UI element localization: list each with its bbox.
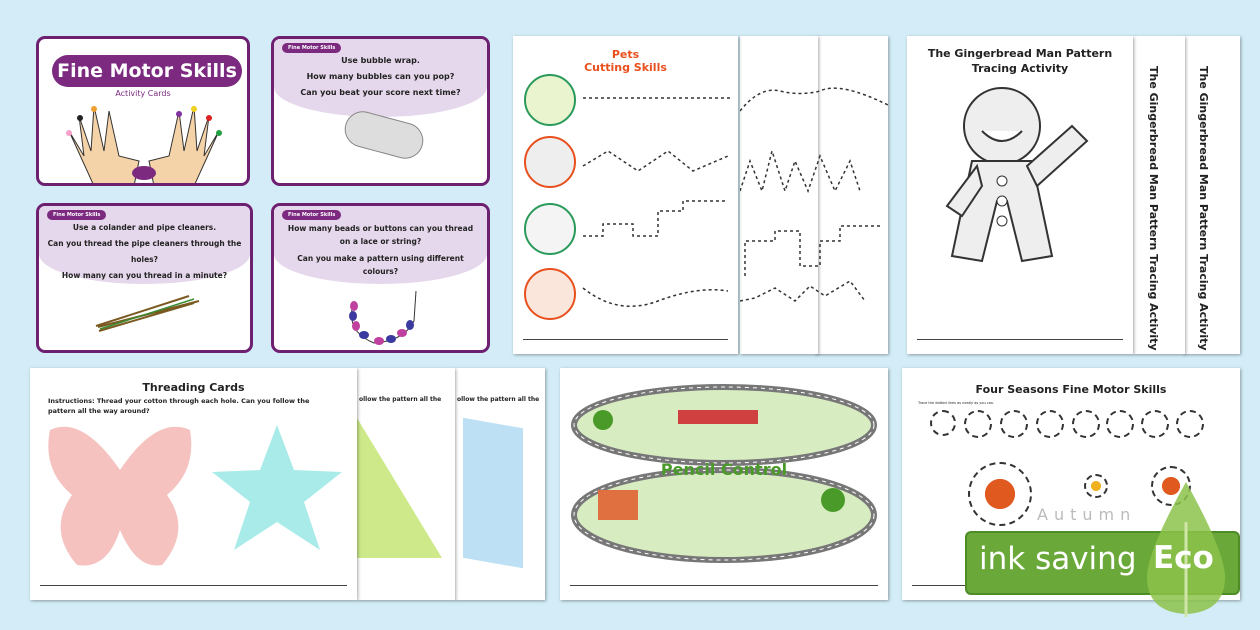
cat-icon [524, 203, 576, 255]
card-line: How many bubbles can you pop? [306, 72, 455, 81]
peek-text: ollow the pattern all the [359, 396, 442, 403]
beads-image [349, 290, 417, 345]
gingerbread-sheet: The Gingerbread Man Pattern Tracing Acti… [907, 36, 1133, 354]
seasons-title: Four Seasons Fine Motor Skills [975, 383, 1167, 396]
hands-illustration [66, 105, 222, 183]
pets-sheet-back-2 [815, 36, 888, 354]
pencil-control-sheet: Pencil Control [560, 368, 888, 600]
pets-sheet-back-1 [739, 36, 891, 354]
beads-card: Fine Motor Skills How many beads or butt… [271, 203, 490, 353]
card-line: Use bubble wrap. [341, 56, 420, 65]
trace-word: Autumn [1037, 505, 1137, 524]
chinchilla-icon [524, 136, 576, 188]
road-track [571, 384, 877, 563]
leaf-icon [1147, 482, 1225, 617]
threading-title: Threading Cards [142, 381, 245, 394]
eco-badge: Eco [1153, 540, 1214, 576]
card-tag: Fine Motor Skills [282, 43, 342, 53]
card-line: Can you make a pattern using different c… [297, 254, 464, 276]
gingerbread-man-outline [945, 87, 1089, 263]
dog-icon [524, 268, 576, 320]
threading-shapes [48, 425, 342, 566]
cover-subtitle: Activity Cards [115, 89, 171, 98]
seasons-instruction: Trace the dotted lines as neatly as you … [918, 401, 995, 405]
diamond-card [463, 417, 523, 569]
gingerbread-title-vertical: The Gingerbread Man Pattern Tracing Acti… [1147, 66, 1160, 351]
cover-card: Fine Motor Skills Activity Cards [36, 36, 250, 186]
card-tag: Fine Motor Skills [47, 210, 107, 220]
threading-instructions: Instructions: Thread your cotton through… [48, 397, 310, 415]
leaf-icon [1084, 474, 1108, 498]
bubble-wrap-card: Fine Motor Skills Use bubble wrap. How ma… [271, 36, 490, 186]
pets-title-line2: Cutting Skills [584, 61, 667, 74]
card-line: Can you thread the pipe cleaners through… [47, 239, 242, 264]
triangle-card [357, 418, 442, 558]
card-line: Can you beat your score next time? [300, 88, 461, 97]
threading-sheet: Threading Cards Instructions: Thread you… [30, 368, 357, 600]
peek-text: ollow the pattern all the [457, 396, 540, 403]
gingerbread-sheet-back-2: The Gingerbread Man Pattern Tracing Acti… [1183, 36, 1240, 354]
pipe-cleaners-image [95, 295, 200, 332]
bubble-wrap-image [340, 107, 428, 163]
autumn-leaf-icon [968, 462, 1032, 526]
threading-sheet-back-2: ollow the pattern all the [455, 368, 545, 600]
threading-sheet-back-1: ollow the pattern all the [357, 368, 455, 600]
card-tag: Fine Motor Skills [282, 210, 342, 220]
gingerbread-sheet-back-1: The Gingerbread Man Pattern Tracing Acti… [1133, 36, 1185, 354]
colander-card: Fine Motor Skills Use a colander and pip… [36, 203, 253, 353]
card-line: How many beads or buttons can you thread… [287, 224, 474, 246]
cutting-lines [582, 97, 733, 307]
card-line: Use a colander and pipe cleaners. [72, 223, 217, 232]
cover-title: Fine Motor Skills [52, 55, 242, 87]
pets-title-line1: Pets [611, 48, 640, 61]
gingerbread-title-vertical: The Gingerbread Man Pattern Tracing Acti… [1197, 66, 1210, 351]
budgie-icon [524, 74, 576, 126]
card-line: How many can you thread in a minute? [61, 271, 228, 280]
pencil-control-title: Pencil Control [660, 460, 788, 479]
cutting-lines [739, 87, 891, 302]
gingerbread-title: The Gingerbread Man Pattern Tracing Acti… [927, 47, 1113, 75]
ink-saving-label: ink saving [979, 541, 1137, 577]
